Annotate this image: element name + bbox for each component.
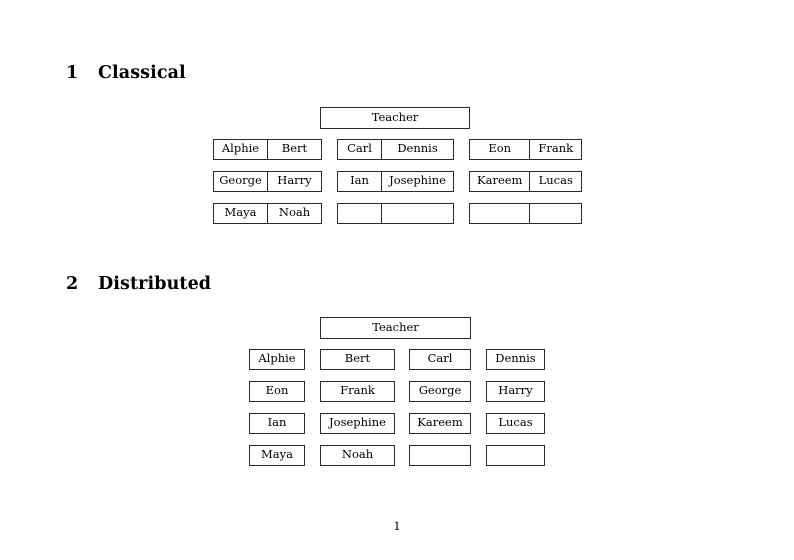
table-row: Eon	[249, 381, 305, 402]
student-cell: Bert	[320, 349, 395, 370]
teacher-cell: Teacher	[320, 107, 470, 129]
distributed-cell-r4c4	[486, 445, 545, 466]
student-cell: Bert	[267, 139, 322, 160]
student-cell: Maya	[249, 445, 305, 466]
table-row: Lucas	[486, 413, 545, 434]
student-cell-empty	[486, 445, 545, 466]
classical-group-2-row-2: Ian Josephine	[336, 171, 454, 192]
student-cell: Harry	[267, 171, 322, 192]
student-cell: Noah	[267, 203, 322, 224]
section-heading-distributed: 2 Distributed	[66, 274, 211, 294]
student-cell: Lucas	[529, 171, 582, 192]
student-cell: Carl	[409, 349, 471, 370]
table-row: Teacher	[320, 107, 470, 129]
table-row: Ian	[249, 413, 305, 434]
distributed-cell-r3c4: Lucas	[486, 413, 545, 434]
student-cell: Ian	[249, 413, 305, 434]
student-cell: Carl	[336, 139, 383, 160]
table-row: Maya Noah	[213, 203, 322, 224]
classical-group-3-row-1: Eon Frank	[468, 139, 582, 160]
table-row	[468, 203, 582, 224]
distributed-cell-r1c3: Carl	[409, 349, 471, 370]
student-cell: George	[213, 171, 268, 192]
student-cell: Alphie	[249, 349, 305, 370]
section-number: 1	[66, 63, 79, 83]
table-row: George	[409, 381, 471, 402]
student-cell: Eon	[249, 381, 305, 402]
table-row: Harry	[486, 381, 545, 402]
section-heading-classical: 1 Classical	[66, 63, 186, 83]
student-cell-empty	[409, 445, 471, 466]
classical-group-1-row-3: Maya Noah	[213, 203, 322, 224]
student-cell: Alphie	[213, 139, 268, 160]
table-row	[409, 445, 471, 466]
classical-group-1-row-2: George Harry	[213, 171, 322, 192]
distributed-cell-r4c3	[409, 445, 471, 466]
table-row: Carl	[409, 349, 471, 370]
distributed-cell-r2c2: Frank	[320, 381, 395, 402]
table-row: George Harry	[213, 171, 322, 192]
distributed-cell-r4c2: Noah	[320, 445, 395, 466]
table-row: Frank	[320, 381, 395, 402]
distributed-teacher-box: Teacher	[320, 317, 471, 339]
student-cell: Ian	[336, 171, 383, 192]
table-row: Alphie Bert	[213, 139, 322, 160]
section-title: Classical	[98, 63, 186, 83]
student-cell: Dennis	[486, 349, 545, 370]
classical-teacher-box: Teacher	[320, 107, 470, 129]
student-cell: Harry	[486, 381, 545, 402]
table-row: Alphie	[249, 349, 305, 370]
table-row: Bert	[320, 349, 395, 370]
student-cell: Frank	[529, 139, 582, 160]
section-title: Distributed	[98, 274, 212, 294]
table-row	[336, 203, 454, 224]
student-cell-empty	[336, 203, 383, 224]
student-cell-empty	[529, 203, 582, 224]
distributed-cell-r1c2: Bert	[320, 349, 395, 370]
table-row: Kareem	[409, 413, 471, 434]
table-row: Josephine	[320, 413, 395, 434]
distributed-cell-r4c1: Maya	[249, 445, 305, 466]
student-cell: Kareem	[409, 413, 471, 434]
distributed-cell-r3c3: Kareem	[409, 413, 471, 434]
page-number: 1	[393, 519, 401, 533]
student-cell: Kareem	[468, 171, 531, 192]
classical-group-3-row-2: Kareem Lucas	[468, 171, 582, 192]
student-cell: Josephine	[320, 413, 395, 434]
distributed-cell-r1c4: Dennis	[486, 349, 545, 370]
distributed-cell-r2c3: George	[409, 381, 471, 402]
student-cell-empty	[468, 203, 531, 224]
student-cell: Lucas	[486, 413, 545, 434]
student-cell: Noah	[320, 445, 395, 466]
table-row: Maya	[249, 445, 305, 466]
table-row: Eon Frank	[468, 139, 582, 160]
classical-group-3-row-3	[468, 203, 582, 224]
table-row: Kareem Lucas	[468, 171, 582, 192]
student-cell: Eon	[468, 139, 531, 160]
classical-group-1-row-1: Alphie Bert	[213, 139, 322, 160]
distributed-cell-r3c1: Ian	[249, 413, 305, 434]
student-cell: George	[409, 381, 471, 402]
teacher-cell: Teacher	[320, 317, 471, 339]
student-cell: Josephine	[381, 171, 454, 192]
table-row: Ian Josephine	[336, 171, 454, 192]
table-row: Dennis	[486, 349, 545, 370]
distributed-cell-r2c1: Eon	[249, 381, 305, 402]
table-row: Noah	[320, 445, 395, 466]
classical-group-2-row-3	[336, 203, 454, 224]
distributed-cell-r2c4: Harry	[486, 381, 545, 402]
distributed-cell-r3c2: Josephine	[320, 413, 395, 434]
student-cell: Frank	[320, 381, 395, 402]
table-row	[486, 445, 545, 466]
student-cell: Dennis	[381, 139, 454, 160]
student-cell: Maya	[213, 203, 268, 224]
classical-group-2-row-1: Carl Dennis	[336, 139, 454, 160]
student-cell-empty	[381, 203, 454, 224]
table-row: Teacher	[320, 317, 471, 339]
distributed-cell-r1c1: Alphie	[249, 349, 305, 370]
section-number: 2	[66, 274, 79, 294]
table-row: Carl Dennis	[336, 139, 454, 160]
